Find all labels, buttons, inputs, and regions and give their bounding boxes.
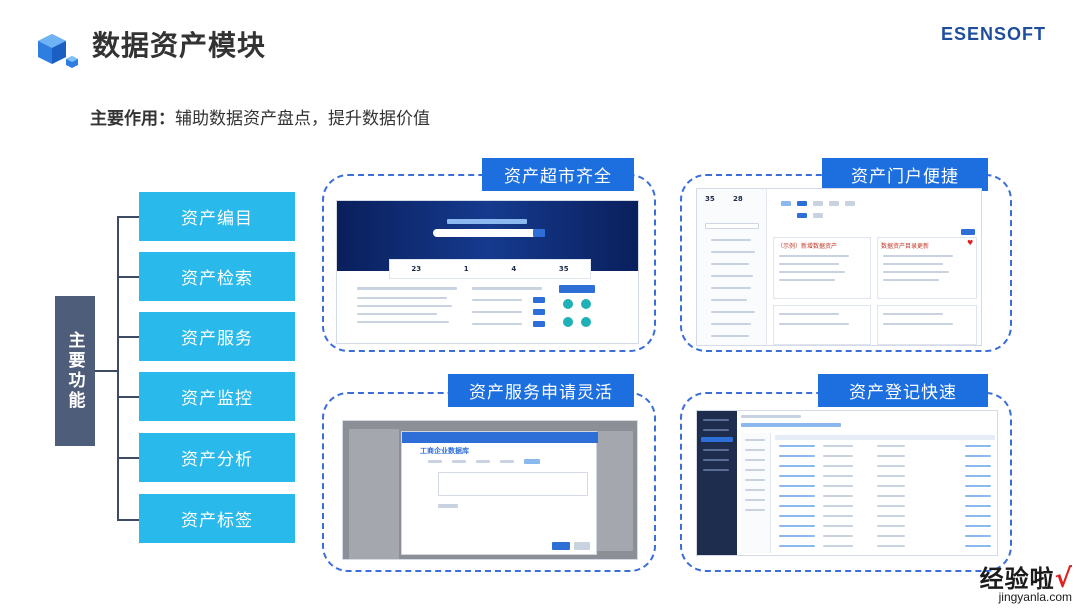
subtitle-text: 辅助数据资产盘点，提升数据价值 [175,109,430,129]
panel-label-asset-market: 资产超市齐全 [482,158,634,191]
page-title: 数据资产模块 [92,29,267,62]
portal-card-title: （示例）新增数据资产 [777,243,838,250]
dialog-title: 工商企业数据库 [420,447,469,455]
subtitle-label: 主要作用： [90,109,175,129]
tree-connector [117,276,139,278]
tree-connector [117,216,119,521]
portal-card-title: 数据资产目录更新 [881,243,930,250]
tree-connector [117,396,139,398]
tree-connector [117,336,139,338]
tree-connector [95,370,118,372]
function-monitor: 资产监控 [139,372,295,421]
tree-connector [117,519,139,521]
watermark: 经验啦√ jingyanla.com [980,559,1072,604]
function-catalog: 资产编目 [139,192,295,241]
main-function-box: 主要功能 [55,296,95,446]
checkmark-icon: √ [1054,564,1072,594]
main-function-label: 主要功能 [64,331,85,411]
market-stat: 35 [558,265,569,273]
portal-stat: 35 [705,195,715,203]
portal-stat: 28 [733,195,743,203]
cube-logo-icon [38,34,78,68]
panel-label-asset-registration: 资产登记快速 [818,374,988,407]
market-stat: 1 [463,265,469,273]
function-search: 资产检索 [139,252,295,301]
function-service: 资产服务 [139,312,295,361]
screenshot-asset-portal: 35 28 （示例）新增数据资产 数据资产目录更新 ♥ [696,188,982,346]
screenshot-asset-registration [696,410,998,556]
tree-connector [117,216,139,218]
function-tags: 资产标签 [139,494,295,543]
screenshot-asset-market: 23 1 4 35 [336,200,639,344]
watermark-text: 经验啦 [979,565,1055,593]
panel-label-asset-portal: 资产门户便捷 [822,158,988,191]
panel-label-service-apply: 资产服务申请灵活 [448,374,634,407]
market-stat: 23 [411,265,422,273]
watermark-url: jingyanla.com [998,590,1072,604]
tree-connector [117,457,139,459]
heart-icon: ♥ [967,239,974,247]
screenshot-service-apply: 工商企业数据库 [342,420,638,560]
brand-logo: ESENSOFT [940,24,1046,44]
market-stat: 4 [511,265,517,273]
function-analysis: 资产分析 [139,433,295,482]
subtitle: 主要作用：辅助数据资产盘点，提升数据价值 [90,104,430,129]
